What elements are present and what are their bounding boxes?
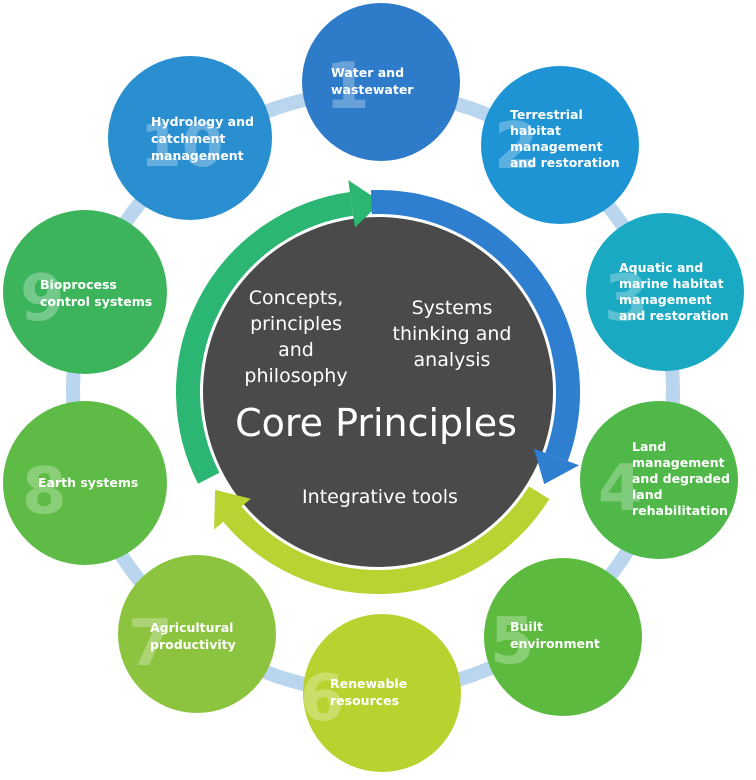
satellite-circle (481, 66, 639, 224)
satellite-number: 4 (598, 452, 643, 526)
satellite-circle (586, 213, 744, 371)
satellite-circle (303, 614, 461, 772)
satellite-number: 7 (128, 607, 173, 681)
satellite-circle (302, 3, 460, 161)
satellite-label: Earth systems (38, 475, 138, 490)
core-segment-integrative: Integrative tools (302, 486, 458, 508)
satellite-number: 6 (300, 662, 345, 736)
arrow-integrative-head (214, 489, 251, 530)
arrow-concepts-arc (176, 191, 354, 484)
satellite-circle (484, 558, 642, 716)
arrow-systems-arc (370, 190, 580, 462)
core-circle (203, 217, 553, 567)
satellite-circle (3, 210, 167, 374)
core-arrows (176, 180, 580, 594)
core-title: Core Principles (235, 401, 517, 445)
arrow-systems-head (533, 448, 580, 485)
satellite-number: 9 (20, 262, 65, 336)
satellite-circle (580, 401, 738, 559)
satellite-number: 8 (22, 455, 67, 529)
satellite-number: 5 (490, 605, 535, 679)
satellite-circle (108, 56, 272, 220)
satellite-number: 2 (494, 110, 539, 184)
satellite-circle (3, 401, 167, 565)
arrow-integrative-arc (223, 486, 550, 594)
arrow-concepts-head (348, 180, 382, 228)
satellite-circle (118, 555, 276, 713)
satellite-number: 1 (325, 50, 370, 124)
satellite-number: 10 (140, 111, 224, 181)
satellite-number: 3 (604, 262, 649, 336)
